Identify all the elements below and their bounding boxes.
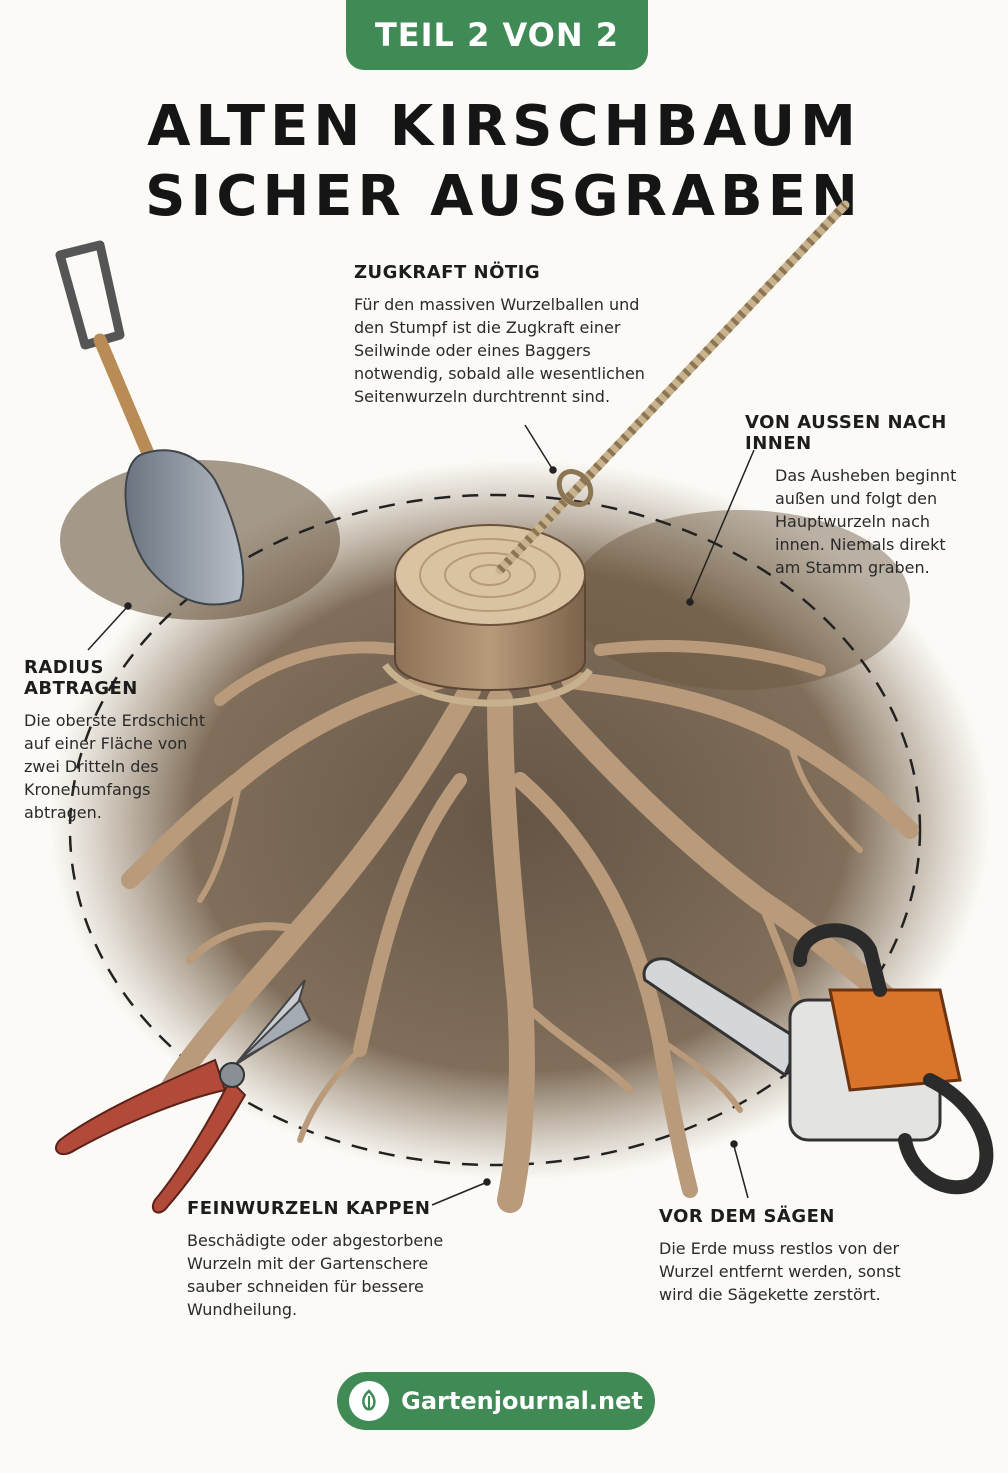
page-title-line-1: ALTEN KIRSCHBAUM bbox=[147, 94, 861, 159]
annotation-leaders bbox=[87, 424, 755, 1206]
tree-stump bbox=[382, 524, 593, 707]
note-aussen-heading: VON AUSSEN NACH INNEN bbox=[745, 412, 947, 454]
note-saegen-text: Die Erde muss restlos von der Wurzel ent… bbox=[659, 1239, 901, 1304]
brand-name: Gartenjournal.net bbox=[401, 1387, 643, 1415]
note-radius-heading: RADIUS ABTRAGEN bbox=[24, 657, 138, 699]
note-aussen: VON AUSSEN NACH INNEN Das Ausheben begin… bbox=[745, 412, 1000, 579]
note-aussen-text: Das Ausheben beginnt außen und folgt den… bbox=[775, 466, 957, 577]
note-feinwurzeln: FEINWURZELN KAPPEN Beschädigte oder abge… bbox=[187, 1198, 467, 1321]
dig-radius-outline bbox=[68, 493, 922, 1167]
page-title-line-2: SICHER AUSGRABEN bbox=[145, 164, 863, 229]
note-radius: RADIUS ABTRAGEN Die oberste Erdschicht a… bbox=[24, 657, 214, 824]
note-saegen-heading: VOR DEM SÄGEN bbox=[659, 1206, 835, 1227]
note-feinwurzeln-text: Beschädigte oder abgestorbene Wurzeln mi… bbox=[187, 1231, 444, 1319]
chainsaw bbox=[642, 923, 994, 1195]
page-title: ALTEN KIRSCHBAUM SICHER AUSGRABEN bbox=[0, 92, 1008, 232]
brand-footer[interactable]: Gartenjournal.net bbox=[337, 1372, 655, 1430]
note-zugkraft-heading: ZUGKRAFT NÖTIG bbox=[354, 262, 541, 283]
leaf-in-circle-icon bbox=[349, 1381, 390, 1421]
note-zugkraft: ZUGKRAFT NÖTIG Für den massiven Wurzelba… bbox=[354, 262, 664, 408]
pruning-shears bbox=[55, 979, 312, 1214]
spade bbox=[55, 240, 245, 606]
note-feinwurzeln-heading: FEINWURZELN KAPPEN bbox=[187, 1198, 431, 1219]
pull-rope bbox=[495, 200, 850, 575]
part-badge: TEIL 2 VON 2 bbox=[346, 0, 648, 70]
note-radius-text: Die oberste Erdschicht auf einer Fläche … bbox=[24, 711, 206, 822]
note-zugkraft-text: Für den massiven Wurzelballen und den St… bbox=[354, 295, 645, 406]
note-saegen: VOR DEM SÄGEN Die Erde muss restlos von … bbox=[659, 1206, 919, 1306]
part-badge-label: TEIL 2 VON 2 bbox=[374, 16, 620, 54]
